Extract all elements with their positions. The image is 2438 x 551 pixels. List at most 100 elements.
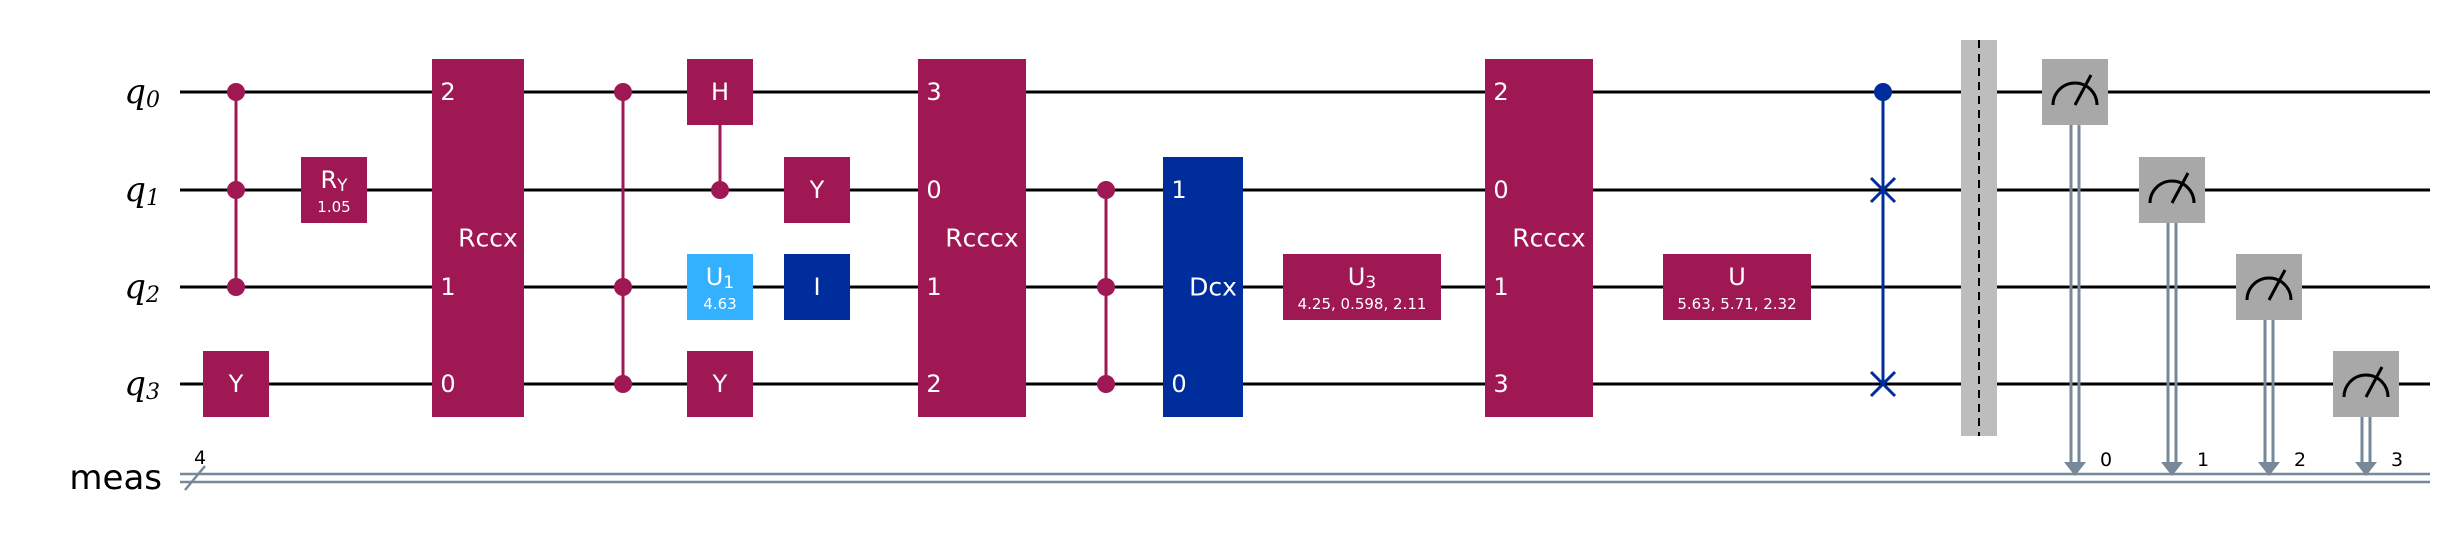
rcccx-2-pin-q2: 1 [1493, 273, 1508, 301]
gate-u-q2: U 5.63, 5.71, 2.32 [1663, 254, 1811, 320]
gate-measure-0: 0 [2042, 59, 2112, 476]
measure-3-arrow [2355, 462, 2377, 476]
rccx-1-pin-q2: 1 [440, 273, 455, 301]
y-q1-box [784, 157, 850, 223]
ry-q1-label: RY [320, 166, 348, 196]
ch-dot [711, 181, 729, 199]
measure-3-box [2333, 351, 2399, 417]
rccx-1-pin-q3: 0 [440, 370, 455, 398]
cswap-x2-q3 [1869, 370, 1897, 398]
i-q2-label: I [813, 273, 820, 301]
dcx-pin-q3: 0 [1171, 370, 1186, 398]
measure-2-bit-label: 2 [2294, 449, 2306, 471]
gate-u1-q2: U1 4.63 [687, 254, 753, 320]
gate-y-q1: Y [784, 157, 850, 223]
cswap-dot [1874, 83, 1892, 101]
rcccx-1-pin-q2: 1 [926, 273, 941, 301]
rcccx-2-label: Rcccx [1512, 224, 1585, 253]
y-q3-a-label: Y [228, 370, 244, 398]
ccz-1-dot-q1 [227, 181, 245, 199]
u-q2-param: 5.63, 5.71, 2.32 [1677, 295, 1796, 313]
classical-width-slash [184, 465, 206, 491]
gate-measure-2: 2 [2236, 254, 2306, 476]
rcccx-2-pin-q0: 2 [1493, 78, 1508, 106]
rcccx-1-label: Rcccx [945, 224, 1018, 253]
qubit-label-1: q1 [124, 170, 160, 211]
qubit-label-2: q2 [124, 267, 160, 308]
rcccx-2-box [1485, 59, 1593, 417]
measure-3-meter-needle [2364, 366, 2384, 398]
measure-0-bit-label: 0 [2100, 449, 2112, 471]
classical-register-label: meas [69, 458, 162, 498]
rcccx-1-pin-q1: 0 [926, 176, 941, 204]
measure-1-bit-label: 1 [2197, 449, 2209, 471]
gate-rcccx-1: 3 0 1 2 Rcccx [918, 59, 1026, 417]
ccz-1-dot-q0 [227, 83, 245, 101]
measure-0-box [2042, 59, 2108, 125]
measure-2-box [2236, 254, 2302, 320]
measure-2-meter-needle [2267, 269, 2287, 301]
gate-rccx-1: 2 1 0 Rccx [432, 59, 524, 417]
cccz-1-dot-q0 [614, 83, 632, 101]
dcx-label: Dcx [1189, 273, 1237, 302]
gate-ch: H [687, 59, 753, 199]
gate-ccz-1 [227, 83, 245, 296]
rcccx-1-pin-q0: 3 [926, 78, 941, 106]
u1-q2-label: U1 [706, 263, 734, 293]
ch-box [687, 59, 753, 125]
measure-1-box [2139, 157, 2205, 223]
gate-i-q2: I [784, 254, 850, 320]
dcx-pin-q1: 1 [1171, 176, 1186, 204]
gate-y-q3-a: Y [203, 351, 269, 417]
cccz-1-dot-q2 [614, 278, 632, 296]
u3-q2-param: 4.25, 0.598, 2.11 [1298, 295, 1427, 313]
rccx-1-box [432, 59, 524, 417]
measure-0-arrow [2064, 462, 2086, 476]
rccx-1-label: Rccx [458, 224, 518, 253]
rcccx-2-pin-q3: 3 [1493, 370, 1508, 398]
cswap-x2-q1 [1869, 176, 1897, 204]
y-q3-a-box [203, 351, 269, 417]
ry-q1-param: 1.05 [317, 198, 350, 216]
ch-label: H [711, 78, 729, 106]
measure-0-meter-needle [2073, 74, 2093, 106]
u3-q2-label: U3 [1348, 263, 1376, 293]
y-q3-b-label: Y [712, 370, 728, 398]
ccz-1-dot-q2 [227, 278, 245, 296]
gate-y-q3-b: Y [687, 351, 753, 417]
gate-rcccx-2: 2 0 1 3 Rcccx [1485, 59, 1593, 417]
rcccx-2-pin-q1: 0 [1493, 176, 1508, 204]
u-q2-box [1663, 254, 1811, 320]
gate-ry-q1: RY 1.05 [301, 157, 367, 223]
qubit-label-0: q0 [124, 72, 160, 113]
u-q2-label: U [1728, 263, 1746, 291]
measure-3-meter-arc [2342, 373, 2390, 398]
ccz-2-dot-q1 [1097, 181, 1115, 199]
u1-q2-param: 4.63 [703, 295, 736, 313]
u1-q2-box [687, 254, 753, 320]
i-q2-box [784, 254, 850, 320]
rccx-1-pin-q0: 2 [440, 78, 455, 106]
rcccx-1-box [918, 59, 1026, 417]
ry-q1-box [301, 157, 367, 223]
classical-width-label: 4 [194, 447, 206, 469]
ccz-2-dot-q3 [1097, 375, 1115, 393]
u3-q2-box [1283, 254, 1441, 320]
gate-ccz-2 [1097, 181, 1115, 393]
gate-u3-q2: U3 4.25, 0.598, 2.11 [1283, 254, 1441, 320]
measure-2-arrow [2258, 462, 2280, 476]
gate-cswap [1869, 83, 1897, 398]
y-q3-b-box [687, 351, 753, 417]
gate-cccz-1 [614, 83, 632, 393]
ccz-2-dot-q2 [1097, 278, 1115, 296]
measure-3-bit-label: 3 [2391, 449, 2403, 471]
measure-0-meter-arc [2051, 81, 2099, 106]
measure-1-meter-needle [2170, 172, 2190, 204]
measure-1-meter-arc [2148, 179, 2196, 204]
gate-measure-1: 1 [2139, 157, 2209, 476]
rcccx-1-pin-q3: 2 [926, 370, 941, 398]
cccz-1-dot-q3 [614, 375, 632, 393]
